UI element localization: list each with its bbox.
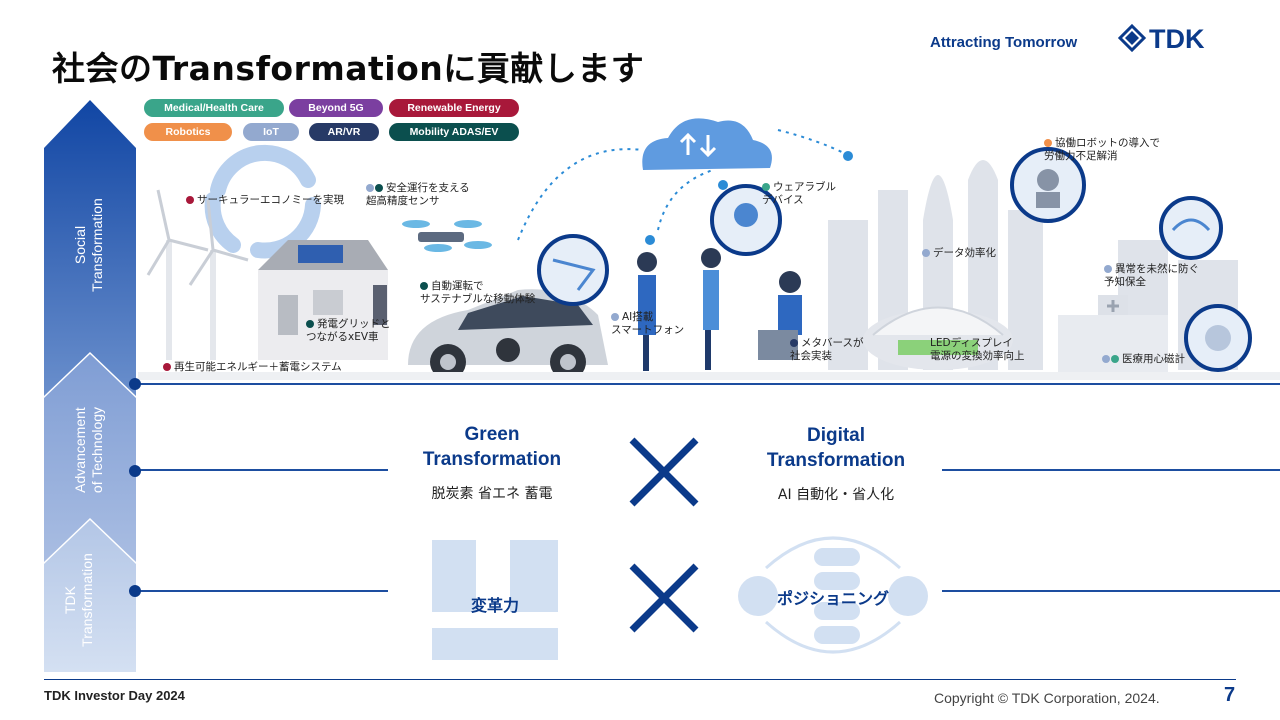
logo-text: TDK	[1149, 24, 1205, 52]
label-robot: 協働ロボットの導入で 労働力不足解消	[1044, 137, 1160, 162]
cross-icon	[629, 437, 699, 507]
page-title: 社会のTransformationに貢献します	[52, 49, 645, 88]
footer-copyright: Copyright © TDK Corporation, 2024.	[934, 690, 1160, 706]
iot-dot-icon	[1104, 265, 1112, 273]
tdk-row-dot	[129, 585, 141, 597]
society-illustration	[138, 118, 1280, 380]
label-led-display: LEDディスプレイ 電源の変換効率向上	[930, 337, 1025, 362]
dx-subtitle: AI 自動化・省人化	[777, 487, 895, 503]
label-autonomous: 自動運転で サステナブルな移動体験	[420, 280, 536, 305]
label-data-efficiency: データ効率化	[922, 247, 996, 260]
tag-robotics: Robotics	[144, 123, 232, 141]
gx-title: Green Transformation	[422, 424, 562, 470]
label-renewable-storage: 再生可能エネルギー＋蓄電システム	[163, 361, 342, 374]
iot-dot-icon	[1102, 355, 1110, 363]
capability-graphic	[432, 540, 558, 660]
social-row-dot	[129, 378, 141, 390]
label-grid-xev: 発電グリッドと つながるxEV車	[306, 318, 391, 343]
tdk-row-line-left	[138, 590, 388, 592]
label-wearable: ウェアラブル デバイス	[762, 181, 836, 206]
tag-beyond-5g: Beyond 5G	[289, 99, 383, 117]
iot-dot-icon	[922, 249, 930, 257]
label-advancement-of-technology: Advancement of Technology	[72, 406, 105, 494]
mobility-dot-icon	[375, 184, 383, 192]
tag-renewable-energy: Renewable Energy	[389, 99, 519, 117]
dx-title: Digital Transformation	[766, 425, 906, 471]
renewable-dot-icon	[163, 363, 171, 371]
tag-ar-vr: AR/VR	[309, 123, 379, 141]
tag-iot: IoT	[243, 123, 299, 141]
label-medical-magnetometer: 医療用心磁計	[1102, 353, 1185, 366]
iot-dot-icon	[611, 313, 619, 321]
medical-dot-icon	[1111, 355, 1119, 363]
positioning-graphic	[738, 536, 928, 654]
ar-vr-dot-icon	[790, 339, 798, 347]
robotics-dot-icon	[1044, 139, 1052, 147]
footer-divider	[44, 679, 1236, 680]
label-circular-economy: サーキュラーエコノミーを実現	[186, 194, 344, 207]
label-predictive-maintenance: 異常を未然に防ぐ 予知保全	[1104, 263, 1199, 288]
label-metaverse: メタバースが 社会実装	[790, 337, 864, 362]
gx-subtitle: 脱炭素 省エネ 蓄電	[431, 486, 553, 502]
tag-medical-health-care: Medical/Health Care	[144, 99, 284, 117]
positioning-label: ポジショニング	[776, 589, 889, 608]
renewable-dot-icon	[186, 196, 194, 204]
side-arrow-column	[44, 100, 136, 672]
tech-row-dot	[129, 465, 141, 477]
label-ai-smartphone: AI搭載 スマートフォン	[611, 311, 685, 336]
mobility-dot-icon	[420, 282, 428, 290]
iot-dot-icon	[366, 184, 374, 192]
capability-label: 変革力	[470, 596, 519, 615]
label-tdk-transformation: TDK Transformation	[62, 553, 95, 647]
cross-icon	[629, 563, 699, 633]
tech-row-line-left	[138, 469, 388, 471]
tdk-logo: TDK	[1118, 24, 1205, 52]
tdk-row-line-right	[942, 590, 1280, 592]
page-number: 7	[1224, 684, 1236, 706]
medical-dot-icon	[762, 183, 770, 191]
tag-mobility-adas-ev: Mobility ADAS/EV	[389, 123, 519, 141]
tech-row-line-right	[942, 469, 1280, 471]
label-sensor: 安全運行を支える 超高精度センサ	[366, 182, 470, 207]
label-social-transformation: Social Transformation	[72, 198, 105, 292]
mobility-dot-icon	[306, 320, 314, 328]
tagline: Attracting Tomorrow	[930, 34, 1078, 51]
social-row-line	[138, 383, 1280, 385]
footer-event: TDK Investor Day 2024	[44, 688, 185, 703]
